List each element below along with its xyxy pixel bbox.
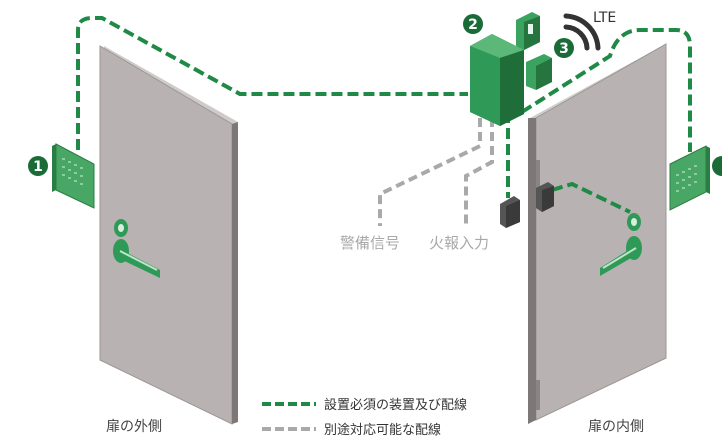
svg-text:1: 1 <box>33 159 43 175</box>
hinge-top <box>536 160 540 190</box>
inside-lock-wire <box>551 181 631 214</box>
lte-module <box>526 54 552 90</box>
optional-wiring <box>378 118 494 226</box>
controller-unit <box>470 12 540 126</box>
reader-inside-wire <box>520 28 692 152</box>
svg-text:2: 2 <box>468 17 478 33</box>
marker-two: 2 <box>463 14 483 34</box>
inside-door <box>528 43 667 424</box>
required-wiring <box>76 16 692 214</box>
electric-lock-unit <box>500 182 554 228</box>
hinge-bottom <box>536 380 540 410</box>
legend-optional-label: 別途対応可能な配線 <box>324 422 441 436</box>
card-reader-outside <box>52 143 95 209</box>
inside-door-panel <box>535 43 667 421</box>
card-reader-inside <box>669 145 710 211</box>
security-signal-label: 警備信号 <box>340 234 400 252</box>
inside-door-label: 扉の内側 <box>588 419 644 435</box>
outside-door-label: 扉の外側 <box>106 419 162 435</box>
legend-required-label: 設置必須の装置及び配線 <box>324 397 467 413</box>
marker-one: 1 <box>28 156 48 176</box>
signal-icon <box>563 13 601 51</box>
reader-outside-wire <box>76 16 468 150</box>
marker-three: 3 <box>554 38 574 58</box>
security-signal-wire <box>378 118 482 226</box>
lte-label: LTE <box>593 10 616 26</box>
marker-partial <box>712 156 722 176</box>
fire-input-wire <box>464 118 494 226</box>
legend: 設置必須の装置及び配線 別途対応可能な配線 <box>262 397 467 436</box>
outside-door <box>99 45 238 425</box>
outside-door-edge <box>232 122 238 424</box>
fire-input-label: 火報入力 <box>429 234 489 252</box>
inside-door-edge <box>528 118 536 424</box>
svg-text:3: 3 <box>559 41 569 57</box>
